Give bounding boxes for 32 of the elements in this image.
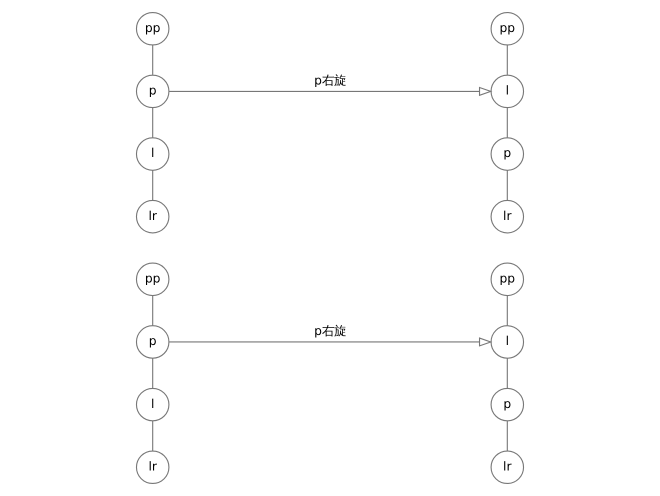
arrow: [169, 337, 492, 347]
connector: [152, 108, 154, 138]
connector: [506, 45, 508, 75]
node-circle: p: [136, 74, 170, 108]
node-circle: pp: [136, 12, 170, 46]
node-circle: l: [136, 137, 170, 171]
node-circle: p: [490, 137, 524, 171]
connector: [152, 420, 154, 451]
connector: [152, 45, 154, 75]
node-circle: lr: [136, 200, 170, 234]
connector: [506, 296, 508, 326]
node-circle: pp: [490, 262, 524, 296]
node-circle: pp: [136, 262, 170, 296]
node-circle: l: [136, 388, 170, 422]
node-circle: l: [490, 325, 524, 359]
connector: [506, 358, 508, 388]
edge-label: p右旋: [314, 324, 346, 338]
connector: [506, 420, 508, 451]
connector: [152, 358, 154, 388]
connector: [506, 170, 508, 200]
node-circle: p: [490, 388, 524, 422]
connector: [152, 170, 154, 200]
node-circle: pp: [490, 12, 524, 46]
node-circle: lr: [490, 200, 524, 234]
edge-label: p右旋: [314, 73, 346, 88]
node-circle: l: [490, 74, 524, 108]
node-circle: lr: [136, 450, 170, 484]
connector: [506, 108, 508, 138]
connector: [152, 296, 154, 326]
arrow: [169, 86, 492, 96]
node-circle: lr: [490, 450, 524, 484]
node-circle: p: [136, 325, 170, 359]
